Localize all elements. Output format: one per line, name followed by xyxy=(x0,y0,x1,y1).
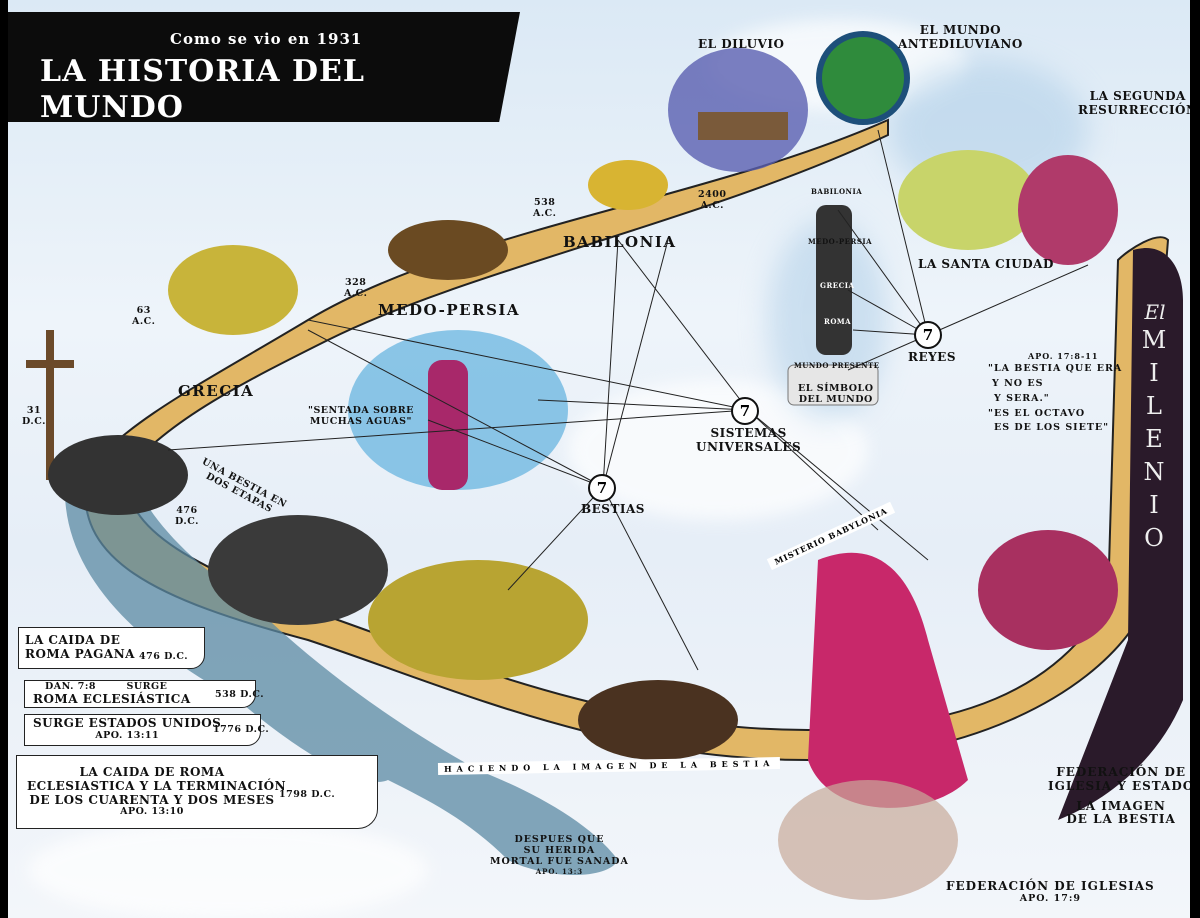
lion-beast xyxy=(588,160,668,210)
milenio-label: El M I L E N I O xyxy=(1130,300,1180,555)
earth-beast xyxy=(578,680,738,760)
page-title: LA HISTORIA DEL MUNDO EN SÍMBOLOS PROFÉT… xyxy=(40,54,520,125)
timeline-road xyxy=(84,118,1170,762)
connection-lines xyxy=(167,129,1089,671)
milenio-letter: M xyxy=(1141,326,1169,354)
heads-cluster xyxy=(778,780,958,900)
milenio-letter: O xyxy=(1144,524,1166,552)
sea-beast xyxy=(368,560,588,680)
milenio-letter: N xyxy=(1143,458,1167,486)
statue-babilonia: BABILONIA xyxy=(811,187,863,196)
seven-sistemas-circle: 7 xyxy=(731,397,759,425)
dragon-beast-2 xyxy=(208,515,388,625)
milenio-letter: L xyxy=(1146,392,1164,420)
babylon-woman xyxy=(808,552,968,808)
statue-roma: ROMA xyxy=(824,317,852,326)
scarlet-beast-top xyxy=(1018,155,1118,265)
label-grecia: GRECIA xyxy=(178,382,255,400)
box-roma-eclesiastica: DAN. 7:8 SURGE ROMA ECLESIÁSTICA 538 D.C… xyxy=(24,680,264,708)
millennium-pillar xyxy=(1058,248,1183,821)
dragon-beast xyxy=(48,435,188,515)
label-babilonia: BABILONIA xyxy=(563,233,677,251)
scarlet-beast xyxy=(978,530,1118,650)
label-bestias: BESTIAS xyxy=(581,502,645,516)
holy-city xyxy=(898,150,1038,250)
title-line-1: LA HISTORIA DEL MUNDO xyxy=(40,54,365,125)
title-banner: Como se vio en 1931 LA HISTORIA DEL MUND… xyxy=(8,12,520,122)
statue xyxy=(816,205,852,355)
ark xyxy=(698,112,788,140)
milenio-el: El xyxy=(1144,300,1166,324)
label-santa-ciudad: LA SANTA CIUDAD xyxy=(918,257,1054,271)
statue-medo-persia: MEDO-PERSIA xyxy=(808,237,873,246)
cross xyxy=(46,330,54,480)
flood-scene xyxy=(668,48,808,172)
label-diluvio: EL DILUVIO xyxy=(698,37,785,51)
bear-beast xyxy=(388,220,508,280)
leopard-beast xyxy=(168,245,298,335)
seven-bestias-circle: 7 xyxy=(588,474,616,502)
seven-reyes-circle: 7 xyxy=(914,321,942,349)
prophecy-illustration: Como se vio en 1931 LA HISTORIA DEL MUND… xyxy=(8,0,1190,918)
label-medo-persia: MEDO-PERSIA xyxy=(378,301,521,319)
statue-mundo-presente: MUNDO PRESENTE xyxy=(794,361,880,370)
globe xyxy=(816,31,910,125)
milenio-letter: I xyxy=(1149,491,1161,519)
statue-grecia: GRECIA xyxy=(820,281,855,290)
quote-apo-17: APO. 17:8-11 "LA BESTIA QUE ERA Y NO ES … xyxy=(988,351,1123,434)
milenio-letter: I xyxy=(1149,359,1161,387)
woman-on-waters xyxy=(428,360,468,490)
milenio-letter: E xyxy=(1145,425,1165,453)
title-subtitle: Como se vio en 1931 xyxy=(170,30,363,48)
label-reyes: REYES xyxy=(908,350,956,364)
